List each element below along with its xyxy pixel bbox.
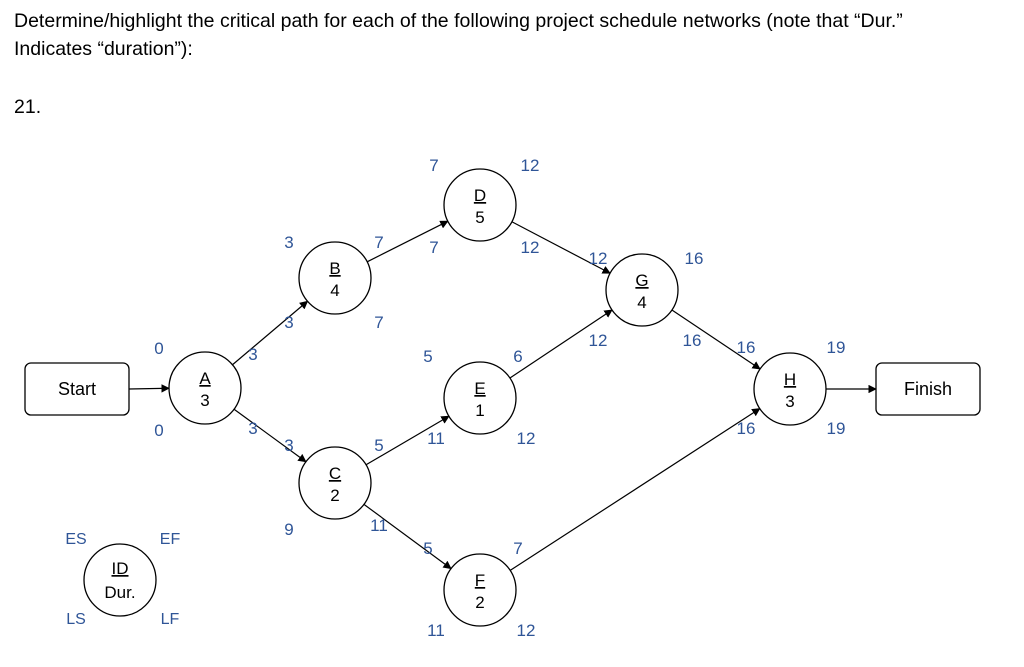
activity-H-ef: 19 — [827, 338, 846, 357]
activity-D-lf: 12 — [521, 238, 540, 257]
finish-box — [875, 362, 981, 416]
activity-D-duration: 5 — [475, 208, 484, 227]
activity-A-ls: 0 — [154, 421, 163, 440]
activity-C-es: 3 — [284, 436, 293, 455]
activity-E-lf: 12 — [517, 429, 536, 448]
activity-F-lf: 12 — [517, 621, 536, 640]
activity-A-es: 0 — [154, 339, 163, 358]
activity-F-es: 5 — [423, 539, 432, 558]
legend-ls: LS — [66, 611, 86, 628]
start-label: Start — [58, 379, 96, 399]
activity-G-id: G — [635, 271, 648, 290]
activity-node-E — [443, 361, 517, 435]
edge-E-G — [509, 309, 613, 379]
activity-C-id: C — [329, 464, 341, 483]
activity-G-duration: 4 — [637, 293, 646, 312]
activity-D-ef: 12 — [521, 156, 540, 175]
finish-label: Finish — [904, 379, 952, 399]
activity-H-ls: 16 — [737, 419, 756, 438]
activity-node-C — [298, 446, 372, 520]
activity-G-es: 12 — [589, 249, 608, 268]
edge-D-G — [511, 221, 611, 274]
legend-dur: Dur. — [104, 583, 135, 602]
activity-node-D — [443, 168, 517, 242]
activity-G-ef: 16 — [685, 249, 704, 268]
activity-E-ls: 11 — [427, 429, 445, 448]
legend-es: ES — [65, 531, 86, 548]
activity-A-duration: 3 — [200, 391, 209, 410]
edge-C-F — [363, 503, 452, 570]
legend-id: ID — [112, 559, 129, 578]
activity-node-B — [298, 241, 372, 315]
edge-C-E — [365, 415, 450, 466]
edge-A-C — [233, 408, 307, 463]
activity-A-lf: 3 — [248, 419, 257, 438]
activity-node-G — [605, 253, 679, 327]
activity-E-id: E — [474, 379, 485, 398]
activity-A-ef: 3 — [248, 345, 257, 364]
activity-B-ef: 7 — [374, 233, 383, 252]
activity-node-A — [168, 351, 242, 425]
activity-B-es: 3 — [284, 233, 293, 252]
activity-B-lf: 7 — [374, 313, 383, 332]
activity-E-ef: 6 — [513, 347, 522, 366]
legend-node — [83, 543, 157, 617]
edge-start-A — [128, 384, 170, 393]
activity-E-es: 5 — [423, 347, 432, 366]
edge-F-H — [509, 408, 761, 571]
activity-C-duration: 2 — [330, 486, 339, 505]
activity-E-duration: 1 — [475, 401, 484, 420]
activity-C-ls: 9 — [284, 520, 293, 539]
activity-A-id: A — [199, 369, 211, 388]
legend: ID Dur. ES EF LS LF — [65, 531, 180, 628]
edges — [128, 220, 877, 571]
activity-G-ls: 12 — [589, 331, 608, 350]
activity-F-ls: 11 — [427, 621, 445, 640]
legend-lf: LF — [161, 611, 180, 628]
activity-H-es: 16 — [737, 338, 756, 357]
activity-H-lf: 19 — [827, 419, 846, 438]
activity-node-F — [443, 553, 517, 627]
edge-B-D — [366, 220, 449, 263]
activity-F-duration: 2 — [475, 593, 484, 612]
activity-H-id: H — [784, 370, 796, 389]
question-line-2: Indicates “duration”): — [14, 38, 193, 60]
edge-A-B — [232, 300, 309, 366]
activity-D-id: D — [474, 186, 486, 205]
activity-F-ef: 7 — [513, 539, 522, 558]
question-number: 21. — [14, 96, 42, 118]
edge-G-H — [671, 309, 761, 370]
activity-B-ls: 3 — [284, 313, 293, 332]
question-line-1: Determine/highlight the critical path fo… — [14, 10, 903, 32]
activity-C-lf: 11 — [370, 516, 388, 535]
activity-D-es: 7 — [429, 156, 438, 175]
activity-G-lf: 16 — [683, 331, 702, 350]
activity-node-H — [753, 352, 827, 426]
start-box — [24, 362, 130, 416]
activity-C-ef: 5 — [374, 436, 383, 455]
activity-F-id: F — [475, 571, 485, 590]
activity-D-ls: 7 — [429, 238, 438, 257]
activity-H-duration: 3 — [785, 392, 794, 411]
activity-B-duration: 4 — [330, 281, 339, 300]
activity-B-id: B — [329, 259, 340, 278]
legend-ef: EF — [160, 531, 181, 548]
